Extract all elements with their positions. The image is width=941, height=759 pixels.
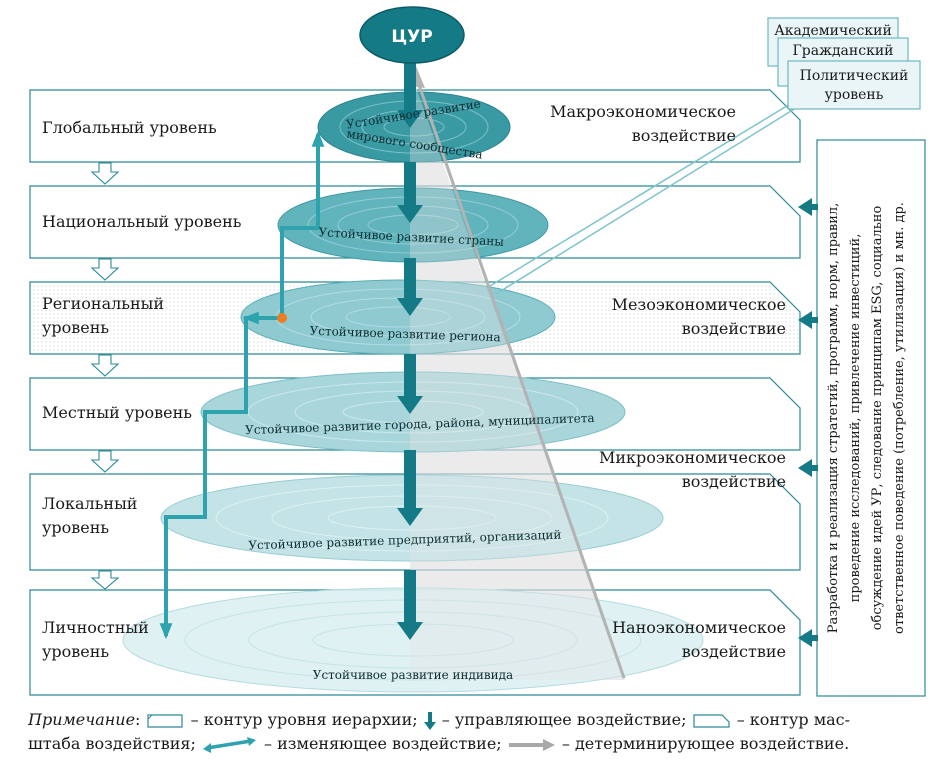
hollow-down-arrow-icon (90, 570, 120, 590)
impact-meso: Мезоэкономическое воздействие (580, 293, 786, 341)
side-panel-text: Разработка и реализация стратегий, прогр… (826, 202, 907, 634)
impact-micro-line1: Микроэкономическое (598, 448, 786, 467)
card-connector (495, 97, 813, 295)
impact-macro-line2: воздействие (631, 126, 736, 145)
impact-nano: Наноэкономическое воздействие (580, 616, 786, 664)
ellipse-national (277, 187, 549, 263)
level-transition-arrows (90, 162, 120, 590)
goal-ellipse (359, 6, 465, 64)
hollow-down-arrow-icon (90, 450, 120, 473)
note-prefix: Примечание (28, 710, 136, 729)
left-arrow-icon (798, 459, 812, 477)
impact-micro: Микроэкономическое воздействие (580, 446, 786, 494)
note-part2: – управляющее воздействие; (436, 710, 692, 729)
note-part5: – изменяющее воздействие; (258, 734, 507, 753)
determining-arrow-icon (508, 738, 555, 751)
note-part1: – контур уровня иерархии; (185, 710, 423, 729)
change-arrow-icon (202, 736, 256, 753)
level-label-national: Национальный уровень (42, 212, 242, 231)
side-panel-line-1: Разработка и реализация стратегий, прогр… (826, 203, 841, 634)
card-political (787, 60, 921, 110)
left-arrow-icon (798, 198, 812, 216)
left-arrow-icon (798, 629, 812, 647)
side-panel-line-4: ответственное поведение (потребление, ут… (892, 202, 907, 634)
level-label-global: Глобальный уровень (42, 118, 217, 137)
hollow-down-arrow-icon (90, 162, 120, 185)
goal-label: ЦУР (391, 27, 432, 47)
note-colon: : (135, 710, 141, 729)
side-panel-line-3: обсуждение идей УР, следование принципам… (870, 206, 885, 631)
control-arrows (397, 60, 423, 640)
ellipse-label-regional: Устойчивое развитие региона (309, 324, 501, 345)
card-connector (489, 97, 801, 287)
impact-macro: Макроэкономическое воздействие (530, 100, 736, 148)
ellipse-label-personal: Устойчивое развитие индивида (313, 668, 513, 682)
level-label-local-city: Местный уровень (42, 403, 192, 422)
hollow-down-arrow-icon (90, 354, 120, 377)
level-contour-icon (146, 713, 183, 728)
scale-contour-icon (693, 713, 730, 728)
impact-macro-line1: Макроэкономическое (550, 102, 736, 121)
level-cards (767, 17, 921, 110)
card-political-label-2: уровень (825, 87, 884, 103)
legend-note: Примечание: – контур уровня иерархии; – … (28, 708, 933, 756)
impact-nano-line1: Наноэкономическое (612, 618, 786, 637)
left-arrow-icon (798, 311, 812, 329)
card-civic-label: Гражданский (792, 43, 893, 59)
note-part3: – контур мас- (731, 710, 851, 729)
change-arrows (159, 130, 325, 640)
impact-micro-line2: воздействие (681, 472, 786, 491)
impact-meso-line1: Мезоэкономическое (611, 295, 786, 314)
note-part4: штаба воздействия; (28, 734, 201, 753)
impact-nano-line2: воздействие (681, 642, 786, 661)
level-label-local: Локальный уровень (42, 494, 138, 537)
level-label-regional: Региональный уровень (42, 294, 165, 337)
card-political-label-1: Политический (800, 68, 909, 84)
level-label-personal: Личностный уровень (42, 618, 149, 661)
side-panel-arrows (798, 198, 818, 647)
side-panel (816, 139, 926, 697)
control-arrow-icon (423, 711, 436, 730)
hollow-down-arrow-icon (90, 258, 120, 281)
note-part6: – детерминирующее воздействие. (556, 734, 850, 753)
side-panel-line-2: проведение исследований, привлечение инв… (848, 234, 863, 603)
card-academic-label: Академический (774, 23, 892, 39)
impact-meso-line2: воздействие (681, 319, 786, 338)
origin-dot (277, 313, 287, 323)
